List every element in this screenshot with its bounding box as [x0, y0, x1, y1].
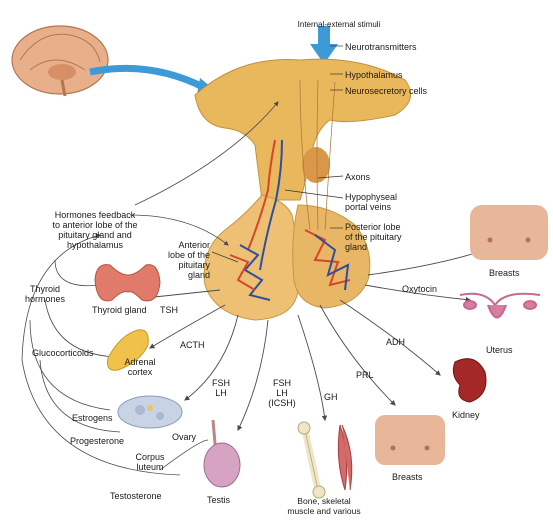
feedback-label: Hormones feedback to anterior lobe of th… — [52, 210, 138, 250]
posterior-lobe-label: Posterior lobe of the pituitary gland — [345, 222, 402, 252]
progesterone-label: Progesterone — [70, 436, 125, 446]
bone-icon — [297, 421, 326, 499]
oxytocin-label: Oxytocin — [402, 284, 438, 294]
brain-icon — [11, 25, 109, 97]
testis-label: Testis — [207, 495, 231, 505]
portal-vessels — [229, 139, 351, 301]
tsh-label: TSH — [160, 305, 178, 315]
breasts-upper-icon — [470, 205, 548, 260]
testosterone-label: Testosterone — [110, 491, 162, 501]
fsh-lh-label: FSH LH — [212, 378, 230, 398]
breasts-upper-label: Breasts — [489, 268, 520, 278]
adrenal-cortex-icon — [107, 329, 149, 371]
muscle-icon — [337, 424, 353, 491]
axon-lines — [299, 79, 336, 231]
ovary-label: Ovary — [172, 432, 197, 442]
axons-label: Axons — [345, 172, 371, 182]
stimuli-arrow — [318, 26, 330, 46]
uterus-label: Uterus — [486, 345, 513, 355]
adrenal-cortex-label: Adrenal cortex — [124, 357, 156, 377]
estrogens-label: Estrogens — [72, 413, 113, 423]
hormone-arrows — [143, 248, 487, 431]
neurotransmitters-label: Neurotransmitters — [345, 42, 417, 52]
breasts-lower-icon — [375, 415, 445, 465]
ovary-icon — [117, 395, 183, 429]
leader-lines — [211, 45, 344, 263]
portal-veins-label: Hypophyseal portal veins — [345, 192, 398, 212]
anterior-lobe-label: Anterior lobe of the pituitary gland — [167, 240, 210, 280]
thyroid-gland-label: Thyroid gland — [92, 305, 147, 315]
brain-to-hypothalamus-arrow — [89, 64, 207, 92]
anterior-lobe-shape — [203, 194, 299, 321]
corpus-luteum-label: Corpus luteum — [135, 452, 165, 472]
kidney-icon — [452, 358, 487, 403]
adh-label: ADH — [386, 337, 406, 347]
breasts-lower-label: Breasts — [392, 472, 423, 482]
testis-icon — [203, 419, 241, 488]
fsh-lh-icsh-label: FSH LH (ICSH) — [268, 378, 296, 408]
gh-label: GH — [324, 392, 338, 402]
thyroid-hormones-label: Thyroid hormones — [24, 284, 66, 304]
stimuli-label: Internal-external stimuli — [297, 20, 381, 29]
uterus-icon — [459, 292, 541, 319]
glucocorticoids-label: Glucocorticoids — [32, 348, 94, 358]
neurosecretory-cells-label: Neurosecretory cells — [345, 86, 428, 96]
bone-muscle-label: Bone, skeletal muscle and various — [287, 496, 361, 516]
posterior-lobe-shape — [292, 204, 371, 309]
acth-label: ACTH — [180, 340, 205, 350]
prl-label: PRL — [356, 370, 374, 380]
kidney-label: Kidney — [452, 410, 480, 420]
hypothalamus-label: Hypothalamus — [345, 70, 403, 80]
thyroid-gland-icon — [94, 264, 161, 302]
stimuli-arrowhead — [310, 44, 338, 64]
mammillary-body — [302, 147, 330, 183]
hypothalamus-shape — [194, 58, 412, 201]
